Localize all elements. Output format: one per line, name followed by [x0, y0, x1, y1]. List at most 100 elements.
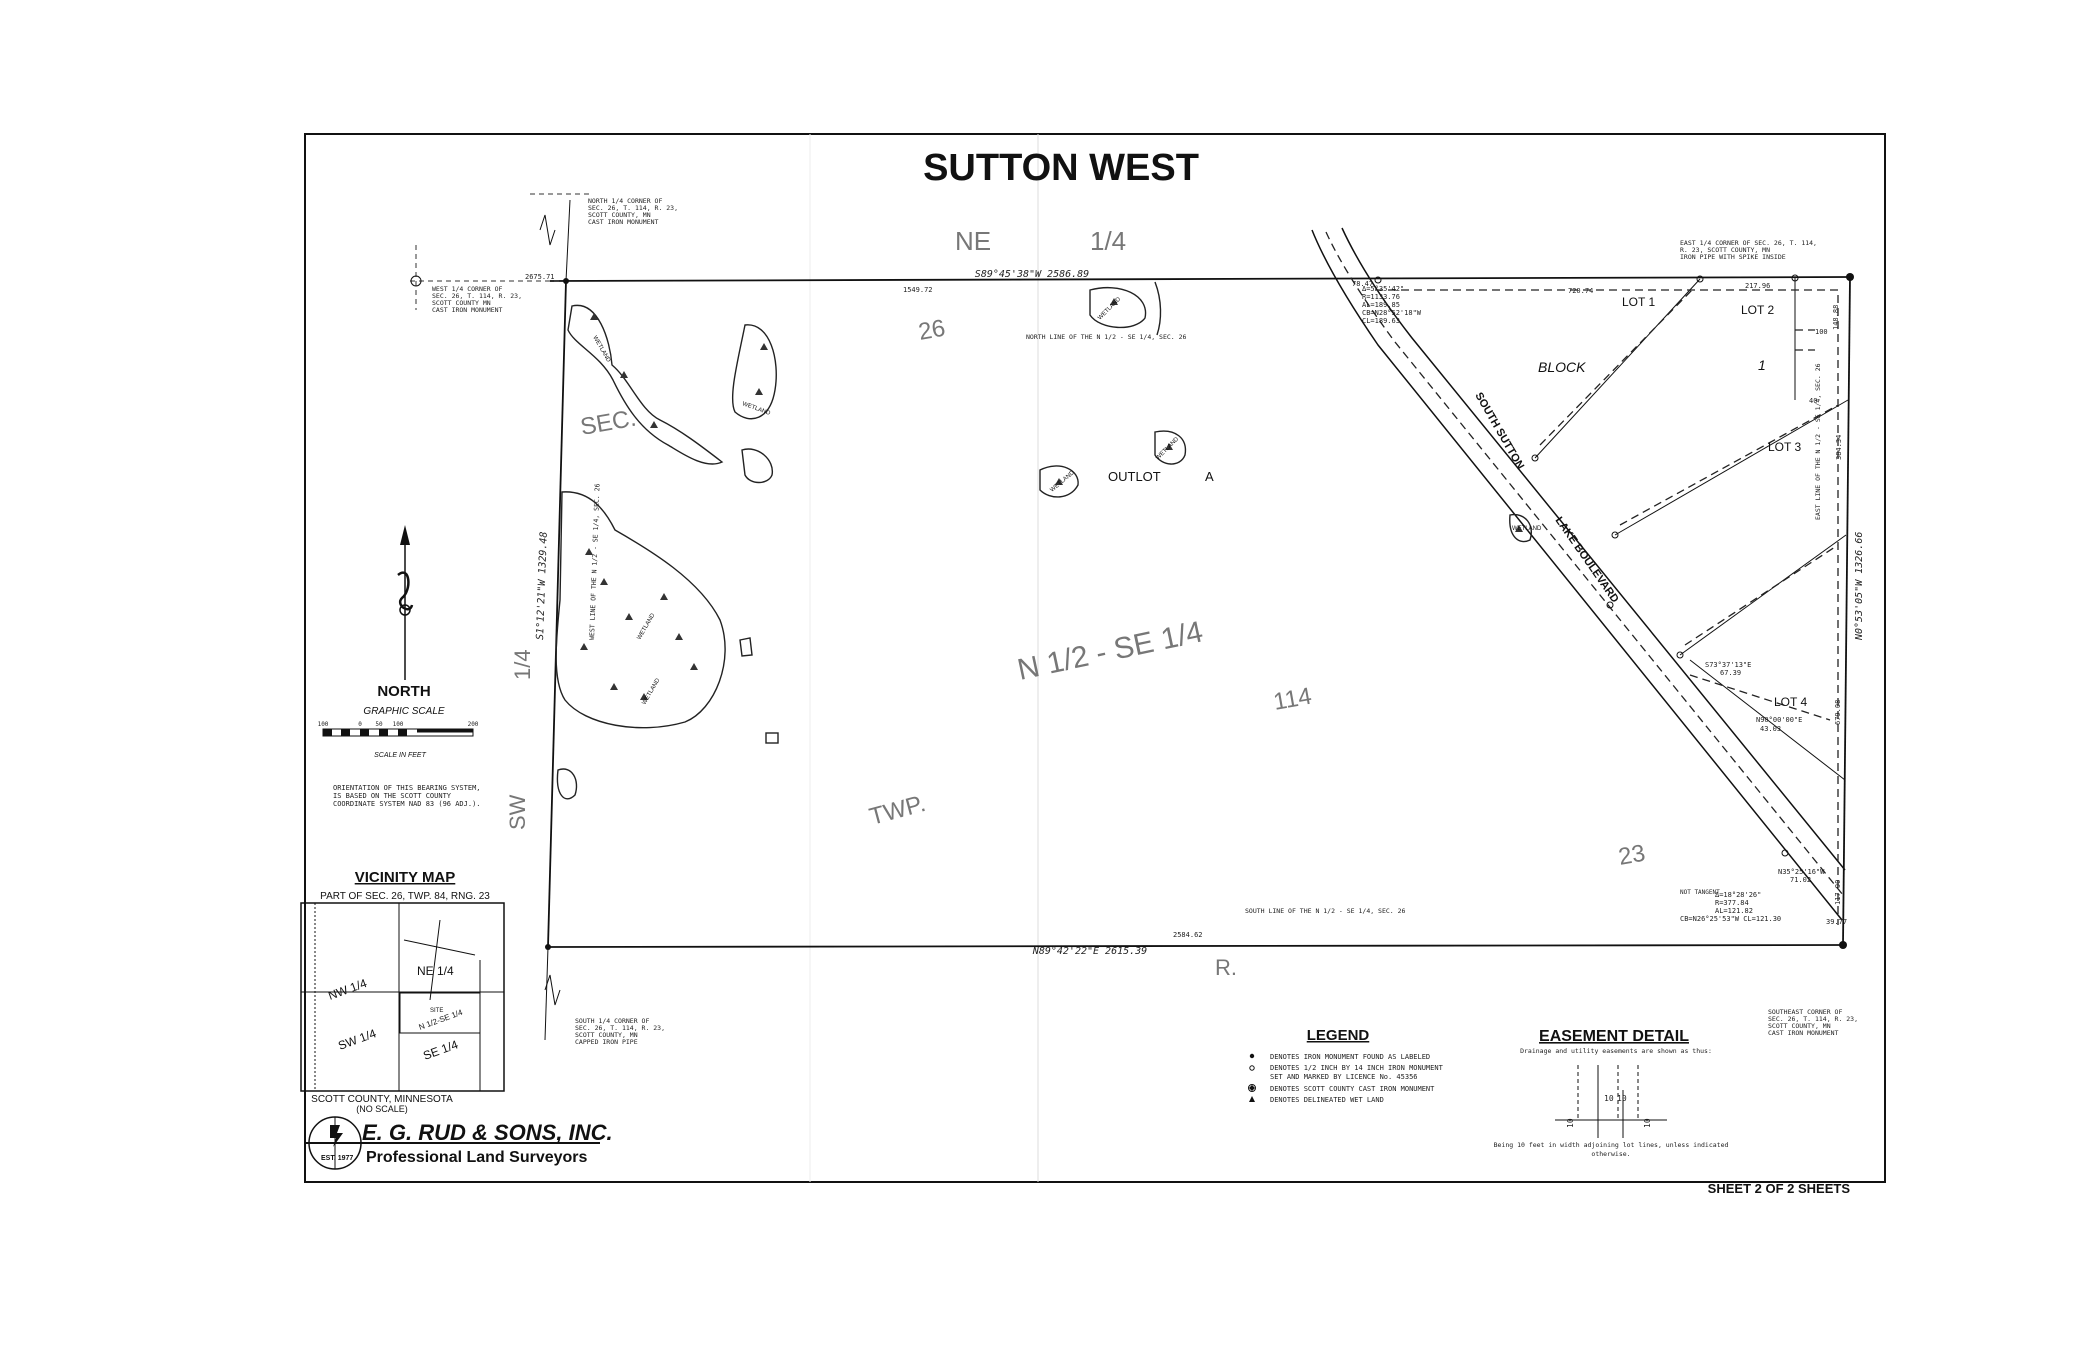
- curve-note-1: Δ=5°35'42" R=1133.76 AL=189.85 CB=N28°52…: [1362, 285, 1422, 325]
- dim-40: 40: [1809, 397, 1817, 405]
- svg-text:SEC. 26, T. 114, R. 23,: SEC. 26, T. 114, R. 23,: [575, 1024, 665, 1032]
- north-break-symbol: [539, 214, 556, 246]
- bearing-east-line: N0°53'05"W 1326.66: [1854, 532, 1865, 641]
- svg-text:SEC. 26, T. 114, R. 23,: SEC. 26, T. 114, R. 23,: [432, 292, 522, 300]
- company-logo: [305, 1116, 600, 1170]
- svg-text:R=377.84: R=377.84: [1715, 899, 1749, 907]
- svg-text:R. 23, SCOTT COUNTY, MN: R. 23, SCOTT COUNTY, MN: [1680, 246, 1770, 254]
- outlot-label: OUTLOT: [1108, 469, 1161, 484]
- label-sec: SEC.: [578, 405, 638, 441]
- label-r23: 23: [1616, 840, 1647, 871]
- legend-symbols: [1248, 1053, 1256, 1102]
- wetland-label-7: WETLAND: [1049, 470, 1076, 494]
- wetland-sw-small: [556, 768, 578, 800]
- bearing-b3: N90°00'00"E: [1756, 716, 1802, 724]
- dim-148: 148.88: [1832, 305, 1840, 330]
- svg-text:Δ=18°28'26": Δ=18°28'26": [1715, 891, 1761, 899]
- bearing-b2: S73°37'13"E: [1705, 661, 1751, 669]
- east-boundary: [1842, 276, 1851, 946]
- svg-text:CAST IRON MONUMENT: CAST IRON MONUMENT: [432, 306, 503, 314]
- dim-2675: 2675.71: [525, 273, 555, 281]
- street-name-lake-blvd: LAKE BOULEVARD: [1553, 515, 1621, 605]
- label-sw-quarter: 1/4: [510, 649, 535, 680]
- easement-title: EASEMENT DETAIL: [1539, 1028, 1689, 1045]
- company-tagline: Professional Land Surveyors: [366, 1149, 588, 1166]
- easement-footer-2: otherwise.: [1591, 1150, 1630, 1158]
- bearing-b1: N35°25'16"W: [1778, 868, 1825, 876]
- label-section-number: 26: [916, 315, 947, 346]
- wetland-label-2: WETLAND: [741, 401, 771, 417]
- wetland-mid-2: [741, 448, 773, 484]
- wetland-label-5: WETLAND: [1097, 296, 1122, 321]
- scale-units: SCALE IN FEET: [374, 752, 426, 759]
- vicinity-footer-1: SCOTT COUNTY, MINNESOTA: [311, 1094, 453, 1105]
- svg-text:CB=N28°52'18"W: CB=N28°52'18"W: [1362, 309, 1422, 317]
- svg-text:SOUTHEAST CORNER OF: SOUTHEAST CORNER OF: [1768, 1008, 1842, 1016]
- non-tangent-note: NOT TANGENT: [1680, 889, 1720, 896]
- scale-tick-4: 200: [468, 721, 479, 728]
- southeast-corner-note: SOUTHEAST CORNER OF SEC. 26, T. 114, R. …: [1768, 1008, 1858, 1037]
- bearing-b3-dist: 43.03: [1760, 725, 1781, 733]
- lot-line-3-4: [1679, 534, 1847, 656]
- svg-text:SCOTT COUNTY, MN: SCOTT COUNTY, MN: [575, 1031, 638, 1039]
- wetland-label-4: WETLAND: [642, 677, 662, 706]
- north-line-note: NORTH LINE OF THE N 1/2 - SE 1/4, SEC. 2…: [1026, 333, 1187, 341]
- svg-text:CB=N26°25'53"W CL=121.30: CB=N26°25'53"W CL=121.30: [1680, 915, 1781, 923]
- wetland-west-pond: [555, 491, 726, 729]
- road-centerline: [1325, 231, 1844, 896]
- svg-text:AL=121.82: AL=121.82: [1715, 907, 1753, 915]
- street-name-south-sutton: SOUTH SUTTON: [1472, 391, 1526, 472]
- sheet-number: SHEET 2 OF 2 SHEETS: [1708, 1181, 1851, 1196]
- company-name: E. G. RUD & SONS, INC.: [362, 1120, 613, 1145]
- label-r: R.: [1215, 955, 1237, 980]
- dim-217: 217.96: [1745, 282, 1770, 290]
- lot-line-2-3: [1614, 399, 1849, 536]
- legend-item-4: DENOTES SCOTT COUNTY CAST IRON MONUMENT: [1270, 1085, 1435, 1093]
- label-n-half-se: N 1/2 - SE 1/4: [1015, 615, 1206, 686]
- bearing-north-line: S89°45'38"W 2586.89: [975, 269, 1089, 280]
- block-label: BLOCK: [1538, 359, 1586, 375]
- lot-3-label: LOT 3: [1768, 440, 1801, 454]
- wetland-north-edge: [1154, 281, 1162, 336]
- vicinity-title: VICINITY MAP: [355, 869, 456, 886]
- svg-text:SCOTT COUNTY, MN: SCOTT COUNTY, MN: [1768, 1022, 1831, 1030]
- svg-text:ORIENTATION OF THIS BEARING SY: ORIENTATION OF THIS BEARING SYSTEM,: [333, 784, 481, 792]
- bearing-west-line: S1°12'21"W 1329.48: [535, 531, 550, 640]
- lot-4-label: LOT 4: [1774, 695, 1807, 709]
- dim-117: 117.90: [1834, 880, 1842, 905]
- vicinity-map: [300, 902, 505, 1092]
- wetland-symbols: [580, 298, 1523, 700]
- label-twp: TWP.: [867, 790, 929, 831]
- vicinity-nw: NW 1/4: [326, 976, 369, 1003]
- svg-text:SCOTT COUNTY, MN: SCOTT COUNTY, MN: [588, 211, 651, 219]
- legend-item-2: DENOTES 1/2 INCH BY 14 INCH IRON MONUMEN…: [1270, 1064, 1444, 1072]
- label-ne-quarter: 1/4: [1090, 226, 1126, 256]
- svg-text:R=1133.76: R=1133.76: [1362, 293, 1400, 301]
- vicinity-sw: SW 1/4: [336, 1026, 378, 1053]
- svg-text:SOUTH 1/4 CORNER OF: SOUTH 1/4 CORNER OF: [575, 1017, 649, 1025]
- easement-footer-1: Being 10 feet in width adjoining lot lin…: [1494, 1141, 1729, 1149]
- west-extension: [565, 199, 571, 282]
- easement-dim-4: 10: [1643, 1118, 1652, 1128]
- svg-text:AL=189.85: AL=189.85: [1362, 301, 1400, 309]
- wetland-mid-1: [731, 324, 777, 420]
- svg-text:CAST IRON MONUMENT: CAST IRON MONUMENT: [1768, 1029, 1839, 1037]
- legend-item-3: SET AND MARKED BY LICENCE No. 45356: [1270, 1073, 1418, 1081]
- orientation-note: ORIENTATION OF THIS BEARING SYSTEM, IS B…: [333, 784, 481, 808]
- svg-text:IRON PIPE WITH SPIKE INSIDE: IRON PIPE WITH SPIKE INSIDE: [1680, 253, 1786, 261]
- plat-title: SUTTON WEST: [923, 147, 1199, 189]
- dim-39: 39.77: [1826, 918, 1847, 926]
- wetland-west-strip: [567, 304, 724, 465]
- south-quarter-corner-note: SOUTH 1/4 CORNER OF SEC. 26, T. 114, R. …: [575, 1017, 665, 1046]
- dim-2584: 2584.62: [1173, 931, 1203, 939]
- wetland-label-8: WETLAND: [1512, 526, 1542, 532]
- wetland-north: [1089, 286, 1147, 329]
- west-boundary: [547, 280, 567, 948]
- graphic-scale-bar: [322, 728, 474, 737]
- graphic-scale-title: GRAPHIC SCALE: [363, 706, 444, 717]
- wetland-label-3: WETLAND: [637, 612, 657, 641]
- scale-tick-1: 0: [358, 721, 362, 728]
- south-line-note: SOUTH LINE OF THE N 1/2 - SE 1/4, SEC. 2…: [1245, 907, 1406, 915]
- svg-text:SEC. 26, T. 114, R. 23,: SEC. 26, T. 114, R. 23,: [1768, 1015, 1858, 1023]
